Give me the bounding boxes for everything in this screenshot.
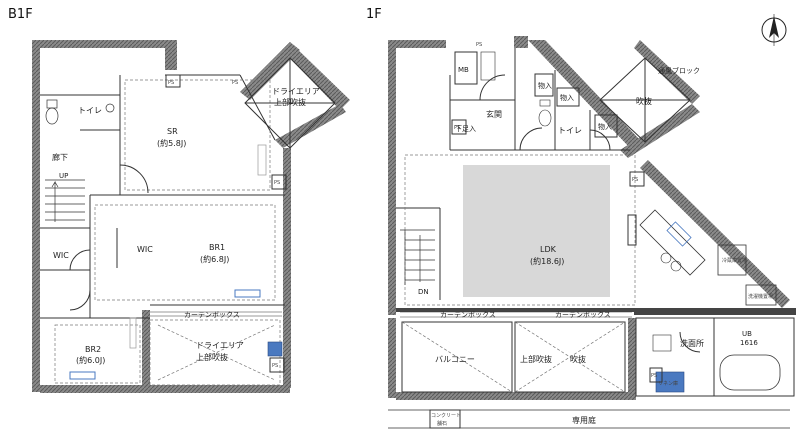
room-label-storage-a: 物入 xyxy=(538,81,552,90)
wall xyxy=(620,104,700,158)
vent-block-label: 通風ブロック xyxy=(658,66,700,75)
room-label-washroom: 洗面所 xyxy=(680,338,704,348)
wall xyxy=(142,310,150,390)
ps-label: PS xyxy=(168,80,174,86)
room-label-storage-b: 物入 xyxy=(560,93,574,102)
room-label-mb: MB xyxy=(458,66,469,74)
room-label-br1: BR1 xyxy=(209,243,225,252)
room-sub-dry-area-2: 上部吹抜 xyxy=(196,352,228,362)
room-size-ub: 1616 xyxy=(740,339,758,347)
room-label-dry-area: ドライエリア xyxy=(272,87,320,96)
room-label-void-2: 吹抜 xyxy=(570,354,586,364)
floor-label-b1: B1F xyxy=(8,7,33,22)
room-size-sr: (約5.8J) xyxy=(157,138,186,148)
ps-label: PS xyxy=(274,180,280,186)
wall xyxy=(40,385,290,393)
ps-label: PS xyxy=(476,42,482,48)
wall xyxy=(388,40,396,315)
room-label-ldk: LDK xyxy=(540,245,557,254)
room-label-ub: UB xyxy=(742,330,752,338)
ldk-floor-area xyxy=(463,165,610,297)
curtain-box-label-1f-b: カーテンボックス xyxy=(555,311,611,319)
room-label-void-top: 上部吹抜 xyxy=(520,354,552,364)
linen-label: リネン庫 xyxy=(658,380,678,387)
wall xyxy=(634,40,700,104)
wall xyxy=(32,40,40,392)
plan-b1f: SR (約5.8J) ドライエリア 上部吹抜 トイレ 廊下 UP WIC WIC… xyxy=(32,40,350,393)
curtain-box-label-1f-a: カーテンボックス xyxy=(440,311,496,319)
plan-1f: MB 物入 物入 物入 玄関 下足入 トイレ 通風ブロック 吹抜 LDK (約1… xyxy=(388,36,796,429)
room-label-wic-a: WIC xyxy=(137,245,153,254)
room-label-dry-area-2: ドライエリア xyxy=(196,341,244,350)
wall xyxy=(514,36,528,48)
room-size-br1: (約6.8J) xyxy=(200,254,229,264)
wall xyxy=(528,40,640,148)
fridge-label: 冷蔵庫置場 xyxy=(722,257,747,264)
room-label-toilet: トイレ xyxy=(78,106,102,115)
kitchen-counter xyxy=(639,209,777,306)
toilet-fixture-icon xyxy=(45,99,115,125)
north-arrow-icon xyxy=(761,14,787,46)
room-label-hall: 廊下 xyxy=(52,152,68,162)
room-label-entrance: 玄関 xyxy=(486,109,502,119)
room-label-toilet-1f: トイレ xyxy=(558,126,582,135)
curtain-box-label-b1f: カーテンボックス xyxy=(184,311,240,319)
garden-label: 専用庭 xyxy=(572,415,596,425)
wall xyxy=(282,42,350,110)
wall xyxy=(388,318,396,398)
room-size-br2: (約6.0J) xyxy=(76,355,105,365)
room-label-void: 吹抜 xyxy=(636,96,652,106)
washer-label: 洗濯機置場 xyxy=(748,293,773,300)
room-label-br2: BR2 xyxy=(85,345,101,354)
room-size-ldk: (約18.6J) xyxy=(530,256,564,266)
room-label-balcony: バルコニー xyxy=(435,355,475,364)
wall xyxy=(240,42,300,100)
room-sub-dry-area: 上部吹抜 xyxy=(274,97,306,107)
stairs-dn-label: DN xyxy=(418,288,429,296)
ps-label: PS xyxy=(232,80,238,86)
bathtub-icon xyxy=(719,354,781,391)
concrete-sub-label: 舗石 xyxy=(437,420,447,427)
room-label-storage-c: 物入 xyxy=(598,122,612,131)
wall xyxy=(275,104,346,148)
wall xyxy=(283,148,291,388)
wall xyxy=(628,318,636,398)
stairs-1f xyxy=(400,229,435,285)
wall xyxy=(40,40,165,48)
wall xyxy=(165,40,177,70)
floor-label-1f: 1F xyxy=(366,7,382,22)
room-label-wic-b: WIC xyxy=(53,251,69,260)
stairs-up-label: UP xyxy=(59,172,68,180)
sink-icon xyxy=(652,334,672,352)
wall xyxy=(640,160,790,308)
wall xyxy=(396,392,636,400)
room-label-shoe-box: 下足入 xyxy=(455,125,476,133)
ps-label: PS xyxy=(632,177,638,183)
room-label-sr: SR xyxy=(167,127,178,136)
wall xyxy=(396,40,446,48)
ps-label: PS xyxy=(454,125,460,131)
ps-label: PS xyxy=(272,363,278,369)
stairs-b1f xyxy=(45,179,85,222)
concrete-label: コンクリート xyxy=(431,413,461,419)
ps-label: PS xyxy=(651,373,657,379)
